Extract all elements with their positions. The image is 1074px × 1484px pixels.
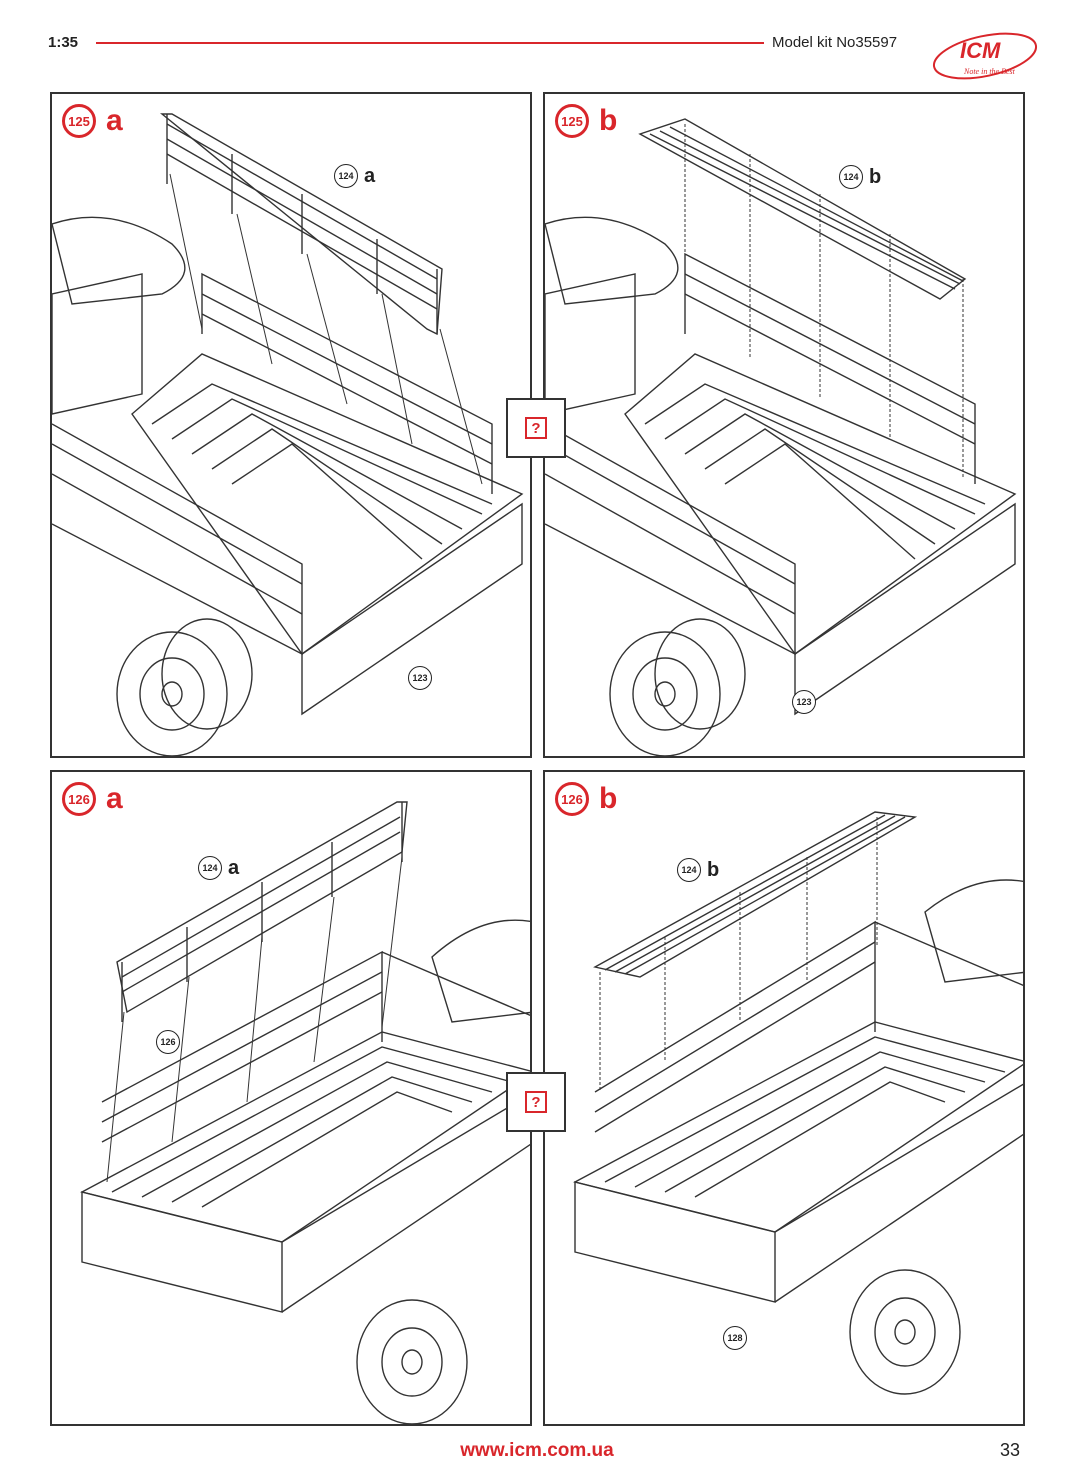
step-number: 126 (555, 782, 589, 816)
step-indicator: 126 a (62, 782, 123, 816)
step-variant: a (106, 104, 123, 137)
question-mark-icon: ? (525, 1091, 547, 1113)
part-ref-124b: 124 b (677, 858, 719, 882)
part-variant: b (869, 165, 882, 188)
step-variant: b (599, 104, 618, 137)
part-ref-124a: 124 a (334, 164, 375, 188)
part-ref-123: 123 (408, 666, 432, 690)
part-ref-124b: 124 b (839, 165, 881, 189)
step-variant: a (106, 782, 123, 815)
part-number: 124 (677, 858, 701, 882)
part-variant: a (228, 856, 240, 879)
part-variant: b (707, 858, 720, 881)
part-number: 126 (156, 1030, 180, 1054)
hint-box-top[interactable]: ? (506, 398, 566, 458)
step-panel-126a: 126 a 124 a (50, 770, 532, 1426)
part-number: 124 (839, 165, 863, 189)
part-variant: a (364, 164, 376, 187)
step-number: 125 (555, 104, 589, 138)
question-mark-icon: ? (525, 417, 547, 439)
icm-logo: ICM Note in the Best (932, 32, 1038, 80)
part-number: 128 (723, 1326, 747, 1350)
footer-url[interactable]: www.icm.com.ua (460, 1440, 614, 1461)
step-number: 126 (62, 782, 96, 816)
assembly-drawing-125b (545, 118, 1017, 756)
page-number: 33 (1000, 1440, 1021, 1460)
part-ref-126-real-num: 126 (156, 1030, 180, 1054)
part-number: 124 (198, 856, 222, 880)
step-panel-125b: 125 b 124 b 123 (543, 92, 1025, 758)
part-number: 124 (334, 164, 358, 188)
header-rule (96, 42, 764, 44)
part-ref-124a: 124 a (198, 856, 239, 880)
part-number: 123 (408, 666, 432, 690)
step-indicator: 125 a (62, 104, 123, 138)
step-panel-126b: 126 b 124 b 128 (543, 770, 1025, 1426)
step-number: 125 (62, 104, 96, 138)
step-indicator: 126 b (555, 782, 617, 816)
assembly-drawing-126b (573, 811, 1023, 1395)
hint-box-bottom[interactable]: ? (506, 1072, 566, 1132)
part-ref-123: 123 (792, 690, 816, 714)
logo-tagline: Note in the Best (963, 67, 1016, 76)
assembly-drawing-126a (80, 801, 530, 1424)
assembly-drawing-125a (52, 113, 524, 756)
part-ref-128: 128 (723, 1326, 747, 1350)
part-number: 123 (792, 690, 816, 714)
step-indicator: 125 b (555, 104, 617, 138)
scale-label: 1:35 (48, 34, 79, 51)
step-panel-125a: 125 a 124 a 123 (50, 92, 532, 758)
logo-text: ICM (960, 38, 1001, 63)
model-kit-label: Model kit No35597 (772, 34, 898, 51)
step-variant: b (599, 782, 618, 815)
